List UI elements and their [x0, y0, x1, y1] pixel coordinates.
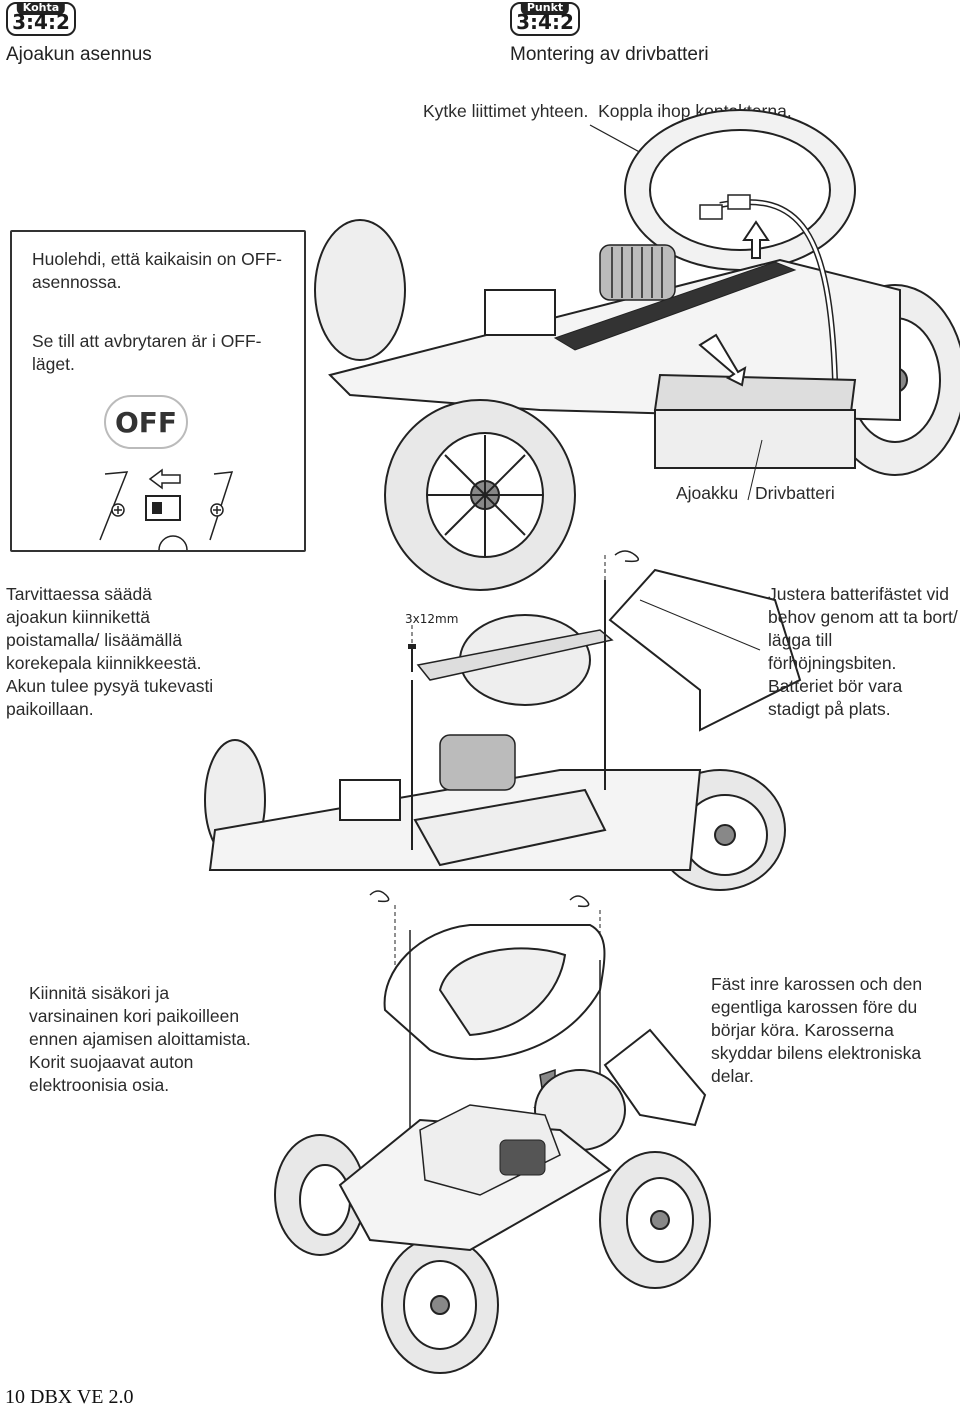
wheel-rear-left-bottom: [274, 1134, 366, 1256]
rear-wing: [608, 568, 802, 732]
switch-text-fi: Huolehdi, että kaikaisin on OFF- asennos…: [32, 249, 282, 292]
arrow-up-icon: [742, 220, 770, 259]
step-badge-right: Punkt 3:4:2: [510, 2, 580, 36]
esc-mid: [339, 779, 401, 821]
connector-a: [699, 204, 723, 220]
screw-icon: [408, 644, 416, 672]
badge-number-right: 3:4:2: [516, 10, 574, 34]
plus-screw-icon: [210, 503, 224, 517]
adjust-text-sv: Justera batterifästet vid behov genom at…: [768, 584, 958, 719]
off-label: OFF: [114, 405, 178, 439]
page-footer: 10 DBX VE 2.0: [5, 1386, 134, 1408]
battery-strap: [553, 261, 797, 351]
switch-text-sv: Se till att avbrytaren är i OFF-läget.: [32, 331, 262, 374]
wheel-rear-right: [624, 109, 856, 271]
wheel-front-right-bottom: [599, 1151, 711, 1289]
badge-label-kohta: Kohta: [16, 2, 66, 15]
battery-pack: [653, 373, 857, 469]
wheel-front-left-bottom: [381, 1236, 499, 1374]
motor-bottom: [499, 1139, 546, 1176]
badge-label-punkt: Punkt: [520, 2, 570, 15]
arrow-left-icon: [148, 468, 181, 490]
heading-fi: Ajoakun asennus: [6, 44, 152, 65]
off-switch-icon: [145, 495, 181, 521]
motor-mid: [439, 734, 516, 791]
adjust-text-fi: Tarvittaessa säädä ajoakun kiinnikettä p…: [6, 584, 214, 719]
switch-callout-box: Huolehdi, että kaikaisin on OFF- asennos…: [10, 230, 306, 552]
badge-number-left: 3:4:2: [12, 10, 70, 34]
body-text-sv: Fäst inre karossen och den egentliga kar…: [711, 974, 923, 1086]
body-clip-icon: [569, 895, 590, 908]
wheel-front-left: [384, 399, 576, 591]
battery-mid: [413, 788, 607, 867]
body-text-fi: Kiinnitä sisäkori ja varsinainen kori pa…: [29, 983, 251, 1095]
connector-b: [727, 194, 751, 210]
switch-diagram: [99, 468, 234, 551]
esc-box: [484, 289, 556, 336]
step-badge-left: Kohta 3:4:2: [6, 2, 76, 36]
body-clip-icon: [369, 890, 390, 903]
body-shell: [383, 924, 606, 1061]
motor: [599, 244, 676, 301]
strap-plate: [416, 629, 614, 681]
rear-wing-bottom: [603, 1028, 707, 1127]
body-clip-icon: [614, 550, 640, 563]
heading-sv: Montering av drivbatteri: [510, 44, 709, 65]
plus-screw-icon: [111, 503, 125, 517]
battery-label-sv: Drivbatteri: [755, 483, 835, 503]
screw-size-label: 3x12mm: [405, 612, 459, 626]
off-badge: OFF: [104, 395, 188, 449]
wheel-rear-left: [314, 219, 406, 361]
arrow-diagonal-icon: [698, 333, 747, 387]
battery-label-fi: Ajoakku: [676, 483, 739, 503]
